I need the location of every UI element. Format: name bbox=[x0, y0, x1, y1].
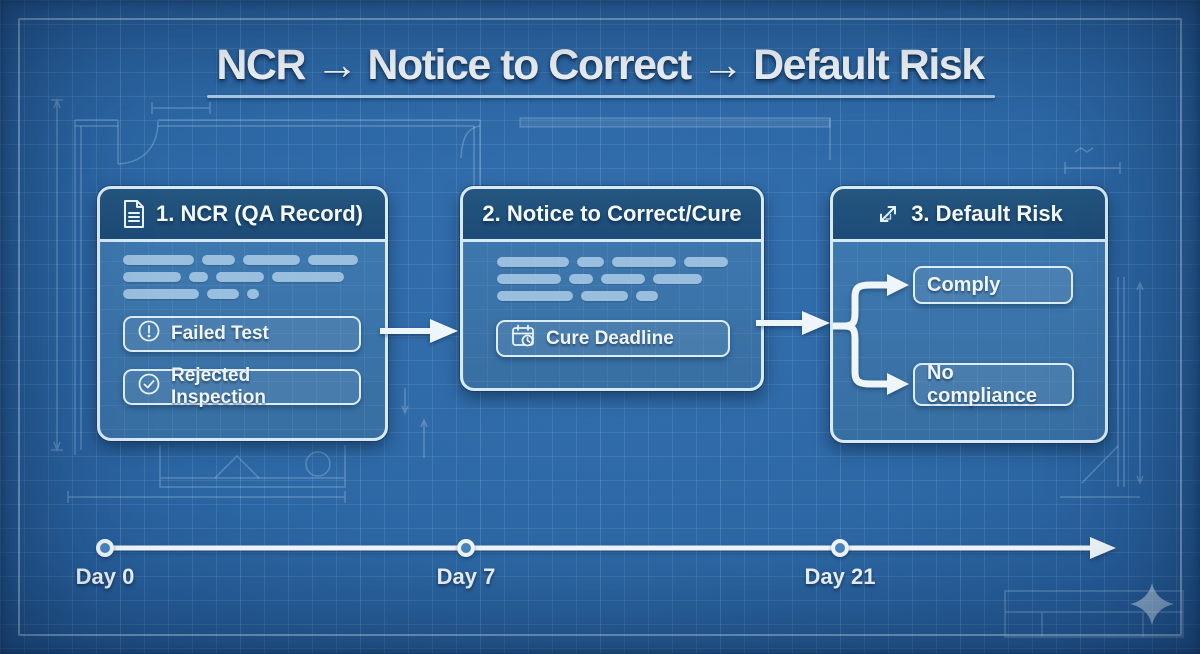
placeholder-bar bbox=[497, 291, 573, 301]
check-circle-icon bbox=[137, 372, 161, 402]
placeholder-text-row bbox=[497, 274, 728, 284]
placeholder-bar bbox=[189, 272, 208, 282]
arrow-notice-to-default bbox=[756, 311, 830, 335]
comply-label: Comply bbox=[927, 273, 1001, 296]
failed-test-box: Failed Test bbox=[123, 316, 361, 352]
no-compliance-box: No compliance bbox=[913, 361, 1074, 407]
card-default-risk: 3. Default Risk Comply No compliance bbox=[830, 186, 1108, 443]
placeholder-text-row bbox=[123, 255, 358, 265]
placeholder-bar bbox=[497, 257, 569, 267]
placeholder-bar bbox=[272, 272, 344, 282]
placeholder-bar bbox=[577, 257, 604, 267]
card-notice-header: 2. Notice to Correct/Cure bbox=[463, 189, 761, 242]
timeline-marker-dot bbox=[831, 539, 849, 557]
placeholder-bar bbox=[123, 255, 194, 265]
placeholder-bar bbox=[123, 289, 199, 299]
placeholder-text-row bbox=[497, 257, 728, 267]
placeholder-bar bbox=[653, 274, 702, 284]
cure-deadline-box: Cure Deadline bbox=[496, 320, 730, 357]
placeholder-bar bbox=[497, 274, 561, 284]
placeholder-bar bbox=[202, 255, 235, 265]
placeholder-text-block bbox=[497, 257, 728, 301]
timeline-marker-label: Day 7 bbox=[436, 564, 496, 589]
placeholder-text-row bbox=[497, 291, 728, 301]
timeline-marker-label: Day 21 bbox=[804, 564, 876, 589]
blueprint-frame bbox=[18, 18, 1182, 636]
placeholder-bar bbox=[569, 274, 593, 284]
card-default-risk-header: 3. Default Risk bbox=[833, 189, 1105, 242]
page-title: NCR → Notice to Correct → Default Risk bbox=[216, 41, 985, 89]
placeholder-bar bbox=[581, 291, 628, 301]
timeline-axis bbox=[103, 537, 1116, 559]
card-ncr: 1. NCR (QA Record) Failed Test Rejected … bbox=[97, 186, 388, 441]
sparkle-decoration bbox=[1130, 583, 1174, 625]
placeholder-bar bbox=[684, 257, 728, 267]
placeholder-bar bbox=[612, 257, 676, 267]
calendar-clock-icon bbox=[510, 323, 536, 355]
card-default-risk-title: 3. Default Risk bbox=[911, 201, 1063, 226]
placeholder-bar bbox=[601, 274, 645, 284]
branch-fork-arrows bbox=[833, 274, 909, 395]
card-notice: 2. Notice to Correct/Cure Cure Deadline bbox=[460, 186, 764, 391]
no-compliance-label: No compliance bbox=[927, 361, 1038, 407]
card-ncr-title: 1. NCR (QA Record) bbox=[156, 201, 363, 226]
document-icon bbox=[122, 200, 146, 228]
placeholder-text-row bbox=[123, 272, 358, 282]
placeholder-text-block bbox=[123, 255, 358, 299]
title-underline bbox=[207, 95, 995, 98]
diagonal-arrows-icon bbox=[875, 201, 901, 227]
placeholder-bar bbox=[636, 291, 658, 301]
arrow-ncr-to-notice bbox=[380, 319, 458, 343]
timeline-marker-dot bbox=[457, 539, 475, 557]
alert-circle-icon bbox=[137, 319, 161, 349]
rejected-inspection-label: Rejected Inspection bbox=[171, 365, 267, 408]
timeline: Day 0 Day 7 Day 21 bbox=[0, 528, 1200, 628]
failed-test-label: Failed Test bbox=[171, 323, 269, 344]
placeholder-bar bbox=[247, 289, 259, 299]
placeholder-text-row bbox=[123, 289, 358, 299]
placeholder-bar bbox=[216, 272, 264, 282]
cure-deadline-label: Cure Deadline bbox=[546, 327, 674, 349]
rejected-inspection-box: Rejected Inspection bbox=[123, 365, 361, 408]
placeholder-bar bbox=[123, 272, 181, 282]
timeline-marker-dot bbox=[96, 539, 114, 557]
card-ncr-header: 1. NCR (QA Record) bbox=[100, 189, 385, 242]
card-notice-title: 2. Notice to Correct/Cure bbox=[482, 201, 742, 226]
comply-box: Comply bbox=[913, 266, 1073, 304]
placeholder-bar bbox=[308, 255, 358, 265]
placeholder-bar bbox=[243, 255, 300, 265]
placeholder-bar bbox=[207, 289, 239, 299]
timeline-arrowhead bbox=[1090, 537, 1116, 559]
timeline-marker-label: Day 0 bbox=[75, 564, 135, 589]
